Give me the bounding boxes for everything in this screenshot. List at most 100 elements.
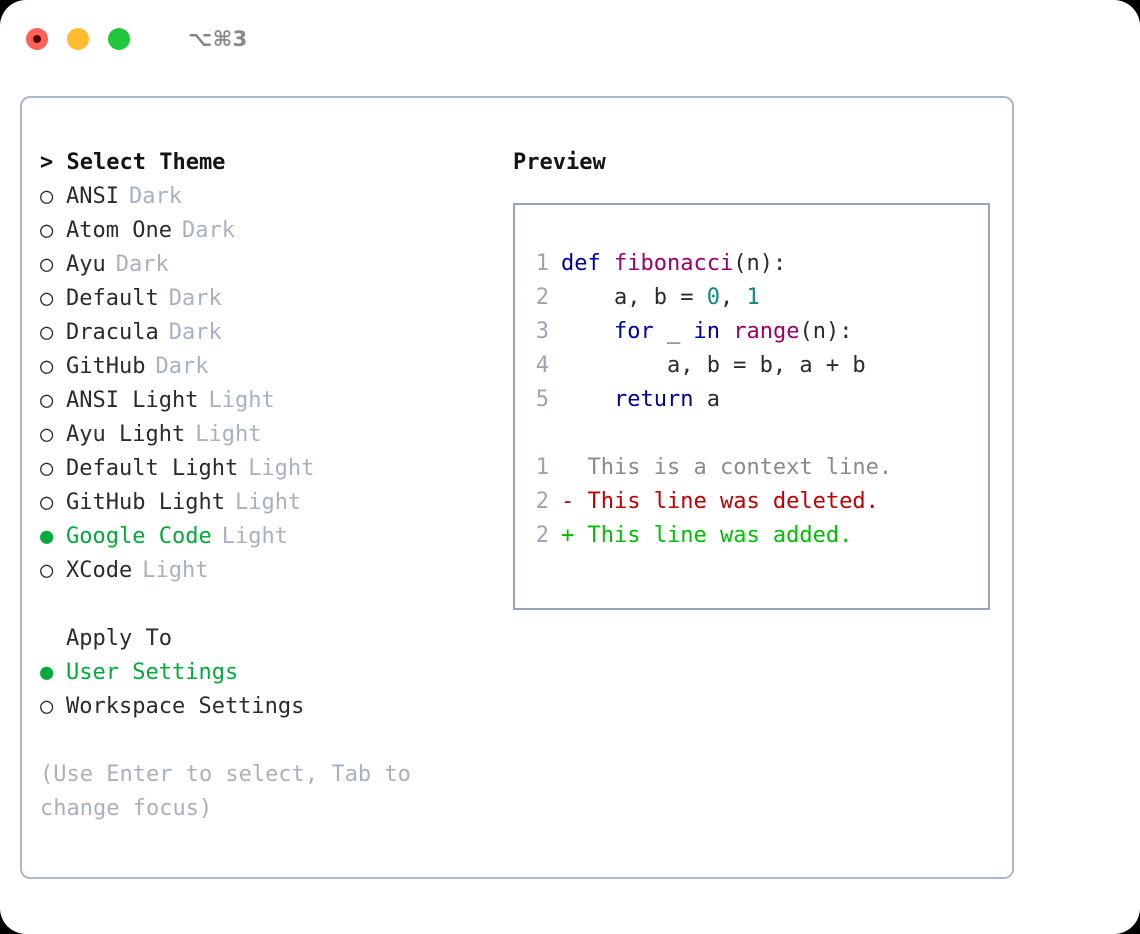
radio-unselected-icon: ○	[40, 490, 54, 515]
radio-unselected-icon: ○	[40, 694, 54, 719]
theme-option-label: ANSI Light	[66, 388, 199, 413]
apply-to-option-label: User Settings	[66, 660, 239, 685]
code-line: 1 def fibonacci(n):	[515, 247, 988, 281]
theme-option-label: Dracula	[66, 320, 159, 345]
close-button-icon[interactable]	[26, 28, 48, 50]
code-token-keyword: return	[613, 387, 694, 412]
keyboard-hint-text: (Use Enter to select, Tab to change focu…	[40, 762, 411, 821]
diff-line-prefix: +	[561, 523, 588, 548]
diff-line-text: This line was added.	[587, 523, 853, 548]
code-line-text: a, b = b, a + b	[561, 349, 866, 383]
code-token-plain: a, b =	[561, 285, 707, 310]
theme-option-label: GitHub	[66, 354, 146, 379]
diff-line-text: This line was deleted.	[587, 489, 879, 514]
theme-option-label: Google Code	[66, 524, 212, 549]
diff-line-context: 1 This is a context line.	[515, 451, 988, 485]
theme-variant-badge: Light	[221, 524, 288, 549]
code-token-keyword: for	[613, 319, 654, 344]
theme-option-label: ANSI	[66, 184, 119, 209]
radio-selected-icon: ●	[40, 660, 54, 685]
title-bar: ⌥⌘3	[0, 0, 1140, 78]
apply-to-option-label: Workspace Settings	[66, 694, 305, 719]
code-line: 5 return a	[515, 383, 988, 417]
preview-gap	[515, 417, 988, 451]
apply-to-header: Apply To	[66, 626, 172, 651]
radio-unselected-icon: ○	[40, 184, 54, 209]
radio-unselected-icon: ○	[40, 286, 54, 311]
code-token-plain	[561, 387, 614, 412]
diff-line-number: 2	[535, 489, 549, 514]
maximize-button-icon[interactable]	[108, 28, 130, 50]
keyboard-shortcut-label: ⌥⌘3	[188, 27, 248, 51]
theme-option-dracula[interactable]: ○ Dracula Dark	[40, 316, 504, 350]
code-token-number: 1	[746, 285, 760, 310]
diff-line-number: 1	[535, 455, 549, 480]
code-token-plain: _	[653, 319, 694, 344]
radio-unselected-icon: ○	[40, 354, 54, 379]
code-line-text: for _ in range(n):	[561, 315, 852, 349]
code-token-plain: a, b = b, a + b	[561, 353, 866, 378]
theme-variant-badge: Dark	[155, 354, 209, 379]
diff-line-added: 2+ This line was added.	[515, 519, 988, 553]
radio-unselected-icon: ○	[40, 422, 54, 447]
code-line-number: 2	[535, 285, 549, 310]
code-token-function: range	[733, 319, 800, 344]
theme-variant-badge: Dark	[181, 218, 235, 243]
diff-line-text: This is a context line.	[587, 455, 893, 480]
theme-variant-badge: Dark	[115, 252, 169, 277]
code-token-keyword: def	[561, 251, 614, 276]
theme-variant-badge: Dark	[128, 184, 182, 209]
theme-variant-badge: Dark	[168, 320, 222, 345]
code-token-plain: (n):	[733, 251, 787, 276]
code-token-plain	[561, 319, 614, 344]
theme-option-ansi[interactable]: ○ ANSI Dark	[40, 180, 504, 214]
theme-option-label: Atom One	[66, 218, 172, 243]
code-line-number: 3	[535, 319, 549, 344]
theme-option-label: Ayu	[66, 252, 106, 277]
radio-unselected-icon: ○	[40, 456, 54, 481]
section-spacer	[40, 588, 504, 622]
code-line-number: 5	[535, 387, 549, 412]
diff-sample: 1 This is a context line.2- This line wa…	[515, 451, 988, 553]
apply-to-list[interactable]: ● User Settings ○ Workspace Settings	[40, 656, 504, 724]
radio-unselected-icon: ○	[40, 252, 54, 277]
code-line-text: a, b = 0, 1	[561, 281, 760, 315]
code-line-number: 1	[535, 251, 549, 276]
code-token-plain: (n):	[799, 319, 853, 344]
theme-variant-badge: Light	[248, 456, 315, 481]
radio-unselected-icon: ○	[40, 320, 54, 345]
preview-title: Preview	[513, 150, 606, 175]
theme-option-ayu[interactable]: ○ Ayu Dark	[40, 248, 504, 282]
diff-line-deleted: 2- This line was deleted.	[515, 485, 988, 519]
diff-line-prefix	[561, 451, 588, 485]
apply-to-option-workspace-settings[interactable]: ○ Workspace Settings	[40, 690, 504, 724]
radio-unselected-icon: ○	[40, 388, 54, 413]
theme-option-github[interactable]: ○ GitHub Dark	[40, 350, 504, 384]
diff-line-prefix: -	[561, 489, 588, 514]
code-token-number: 0	[706, 285, 720, 310]
apply-to-option-user-settings[interactable]: ● User Settings	[40, 656, 504, 690]
code-token-plain: a	[693, 387, 720, 412]
theme-option-label: GitHub Light	[66, 490, 225, 515]
code-line: 2 a, b = 0, 1	[515, 281, 988, 315]
code-line-text: return a	[561, 383, 720, 417]
code-line: 3 for _ in range(n):	[515, 315, 988, 349]
code-token-function: fibonacci	[613, 251, 734, 276]
radio-unselected-icon: ○	[40, 558, 54, 583]
code-line: 4 a, b = b, a + b	[515, 349, 988, 383]
minimize-button-icon[interactable]	[67, 28, 89, 50]
code-token-plain: ,	[719, 285, 747, 310]
